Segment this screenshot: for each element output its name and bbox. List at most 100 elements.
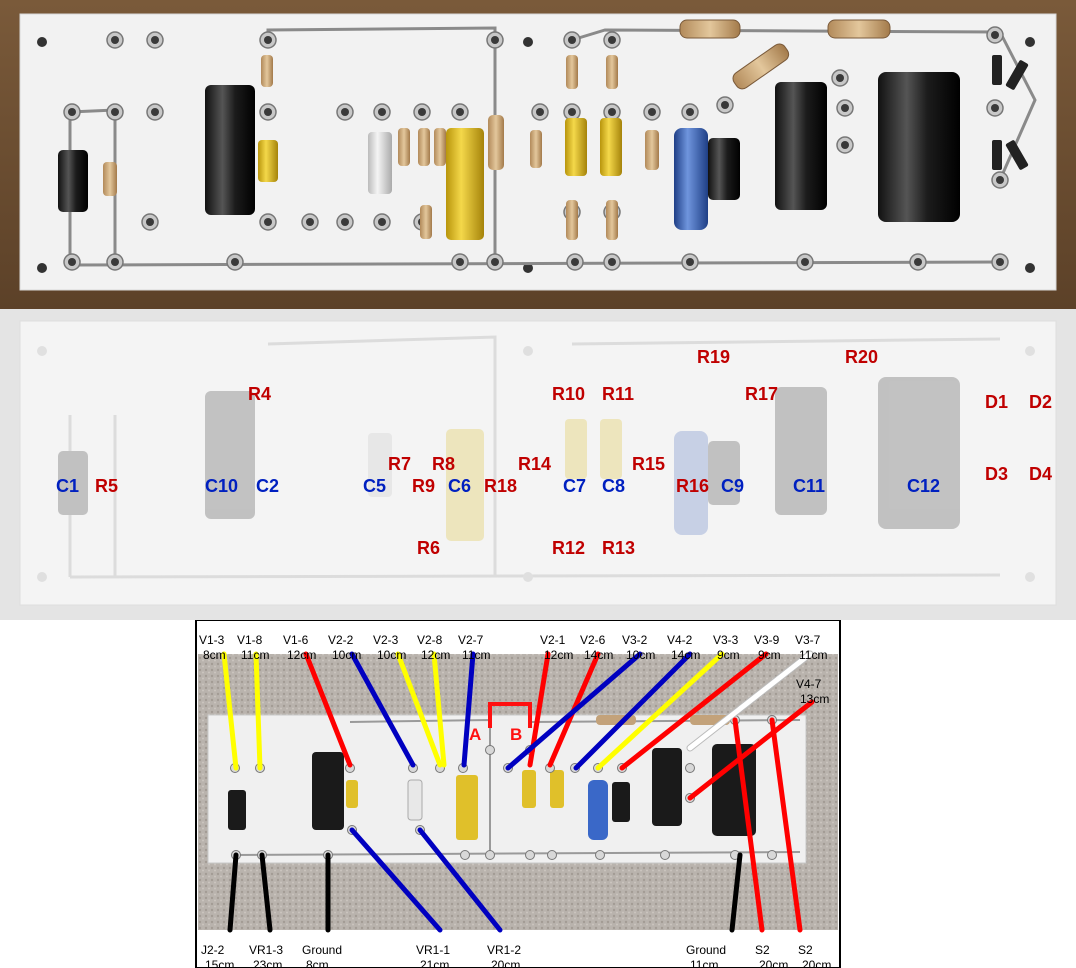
top-wire-label-w7: V2-7 bbox=[458, 633, 484, 647]
bottom-wire-length-b1: 15cm bbox=[205, 958, 234, 968]
bottom-wire-line-b2 bbox=[259, 852, 273, 933]
bottom-wire-label-b1: J2-2 bbox=[201, 943, 225, 957]
top-wire-length-w10: 10cm bbox=[626, 648, 655, 662]
top-wire-line-w2 bbox=[253, 651, 263, 771]
bottom-wire-label-b8: S2 bbox=[798, 943, 813, 957]
ref-r6: R6 bbox=[417, 538, 440, 558]
ref-r8: R8 bbox=[432, 454, 455, 474]
ref-r19: R19 bbox=[697, 347, 730, 367]
ref-c9: C9 bbox=[721, 476, 744, 496]
bottom-wire-line-b6 bbox=[729, 852, 743, 933]
ref-c7: C7 bbox=[563, 476, 586, 496]
top-wire-length-w3: 12cm bbox=[287, 648, 316, 662]
top-wire-length-w8: 12cm bbox=[544, 648, 573, 662]
bottom-wire-length-b7: 20cm bbox=[759, 958, 788, 968]
top-wire-label-w3: V1-6 bbox=[283, 633, 309, 647]
bottom-wire-line-b5 bbox=[417, 827, 503, 933]
top-wire-line-w4 bbox=[349, 651, 416, 768]
jumper-label-a: A bbox=[469, 725, 481, 744]
bottom-wire-line-b1 bbox=[227, 852, 239, 933]
bottom-wire-length-b6: 11cm bbox=[690, 958, 718, 968]
top-wire-length-w4: 10cm bbox=[332, 648, 361, 662]
bottom-wire-line-b4 bbox=[349, 827, 443, 933]
top-wire-line-w14 bbox=[687, 651, 813, 751]
ref-d4: D4 bbox=[1029, 464, 1052, 484]
top-wire-length-w11: 14cm bbox=[671, 648, 700, 662]
bottom-wire-label-b6: Ground bbox=[686, 943, 726, 957]
top-wire-line-w13 bbox=[619, 651, 769, 771]
bottom-wire-label-b4: VR1-1 bbox=[416, 943, 450, 957]
ref-c8: C8 bbox=[602, 476, 625, 496]
ref-r15: R15 bbox=[632, 454, 665, 474]
bottom-wire-label-b2: VR1-3 bbox=[249, 943, 283, 957]
ref-c1: C1 bbox=[56, 476, 79, 496]
top-wire-length-w5: 10cm bbox=[377, 648, 406, 662]
top-wire-line-w5 bbox=[395, 651, 443, 768]
top-wire-length-w7: 11cm bbox=[462, 648, 490, 662]
top-wire-label-w5: V2-3 bbox=[373, 633, 399, 647]
top-wire-label-w12: V3-3 bbox=[713, 633, 739, 647]
ref-c11: C11 bbox=[793, 476, 825, 496]
ref-r18: R18 bbox=[484, 476, 517, 496]
bottom-wire-length-b2: 23cm bbox=[253, 958, 282, 968]
ref-r5: R5 bbox=[95, 476, 118, 496]
ref-r9: R9 bbox=[412, 476, 435, 496]
top-wire-line-w11 bbox=[573, 651, 693, 771]
bottom-wire-length-b5: 20cm bbox=[491, 958, 520, 968]
ref-d1: D1 bbox=[985, 392, 1008, 412]
top-wire-label-w13: V3-9 bbox=[754, 633, 780, 647]
top-wire-line-w1 bbox=[221, 651, 239, 771]
board-photo bbox=[0, 0, 1076, 309]
top-wire-line-w12 bbox=[595, 651, 725, 771]
ref-r16: R16 bbox=[676, 476, 709, 496]
ref-r14: R14 bbox=[518, 454, 551, 474]
ref-r7: R7 bbox=[388, 454, 411, 474]
top-wire-length-w13: 9cm bbox=[758, 648, 781, 662]
ref-d2: D2 bbox=[1029, 392, 1052, 412]
ref-r10: R10 bbox=[552, 384, 585, 404]
top-wire-label-w2: V1-8 bbox=[237, 633, 263, 647]
top-wire-length-w12: 9cm bbox=[717, 648, 740, 662]
bottom-wire-length-b8: 20cm bbox=[802, 958, 831, 968]
bottom-wire-label-b3: Ground bbox=[302, 943, 342, 957]
top-wire-length-w9: 14cm bbox=[584, 648, 613, 662]
top-wire-label-w9: V2-6 bbox=[580, 633, 606, 647]
top-wire-label-w8: V2-1 bbox=[540, 633, 566, 647]
top-wire-label-w10: V3-2 bbox=[622, 633, 648, 647]
top-wire-label-w1: V1-3 bbox=[199, 633, 225, 647]
ref-c12: C12 bbox=[907, 476, 940, 496]
bottom-wire-line-b8 bbox=[769, 717, 803, 933]
top-wire-label-w4: V2-2 bbox=[328, 633, 354, 647]
top-wire-length-w2: 11cm bbox=[241, 648, 269, 662]
ref-r11: R11 bbox=[602, 384, 634, 404]
top-wire-label-w14: V3-7 bbox=[795, 633, 821, 647]
ref-c6: C6 bbox=[448, 476, 471, 496]
top-wire-label-w11: V4-2 bbox=[667, 633, 693, 647]
bottom-wire-label-b7: S2 bbox=[755, 943, 770, 957]
top-wire-line-w7 bbox=[461, 651, 476, 768]
ref-c5: C5 bbox=[363, 476, 386, 496]
bottom-wire-length-b4: 21cm bbox=[420, 958, 449, 968]
ref-r13: R13 bbox=[602, 538, 635, 558]
top-wire-length-w15: 13cm bbox=[800, 692, 829, 706]
ref-c2: C2 bbox=[256, 476, 279, 496]
jumper-label-b: B bbox=[510, 725, 522, 744]
ref-r4: R4 bbox=[248, 384, 271, 404]
bottom-wire-line-b7 bbox=[732, 717, 765, 933]
top-wire-length-w1: 8cm bbox=[203, 648, 226, 662]
ref-r12: R12 bbox=[552, 538, 585, 558]
bottom-wire-length-b3: 8cm bbox=[306, 958, 329, 968]
ref-r20: R20 bbox=[845, 347, 878, 367]
top-wire-line-w10 bbox=[505, 651, 643, 771]
ref-c10: C10 bbox=[205, 476, 238, 496]
ref-d3: D3 bbox=[985, 464, 1008, 484]
ref-r17: R17 bbox=[745, 384, 778, 404]
top-wire-length-w6: 12cm bbox=[421, 648, 450, 662]
wiring-diagram: A B V1-38cmV1-811cmV1-612cmV2-210cmV2-31… bbox=[0, 620, 1076, 968]
top-wire-line-w15 bbox=[687, 699, 815, 801]
top-wire-line-w6 bbox=[431, 651, 447, 768]
top-wire-label-w6: V2-8 bbox=[417, 633, 443, 647]
bottom-wire-label-b5: VR1-2 bbox=[487, 943, 521, 957]
top-wire-line-w3 bbox=[303, 651, 353, 768]
